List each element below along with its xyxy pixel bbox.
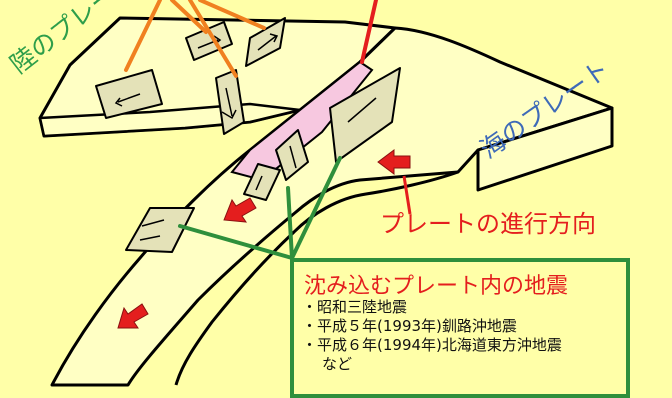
orange-leader xyxy=(188,0,238,78)
orange-leaders xyxy=(124,0,266,78)
fault-plane xyxy=(125,207,195,253)
intraplate-earthquake-box: 沈み込むプレート内の地震 ・昭和三陸地震 ・平成５年(1993年)釧路沖地震 ・… xyxy=(290,258,630,398)
slip-arrow xyxy=(114,93,141,107)
earthquake-item: ・平成６年(1994年)北海道東方沖地震 xyxy=(302,336,562,354)
slip-arrow xyxy=(255,175,263,191)
fault-plane xyxy=(329,67,401,163)
earthquake-item: ・平成５年(1993年)釧路沖地震 xyxy=(302,317,517,335)
slip-arrow xyxy=(221,87,237,120)
plate-boundary xyxy=(230,60,374,182)
fault-plane xyxy=(243,163,281,201)
slip-arrows xyxy=(114,33,377,241)
direction-arrow xyxy=(377,149,411,175)
slip-arrow xyxy=(257,33,279,51)
orange-leader xyxy=(124,0,162,72)
intraplate-earthquake-title: 沈み込むプレート内の地震 xyxy=(304,274,569,299)
direction-arrow xyxy=(223,197,257,223)
orange-leader xyxy=(170,0,208,34)
slip-arrow xyxy=(347,97,377,123)
fault-plane xyxy=(245,17,286,67)
earthquake-list: ・昭和三陸地震 ・平成５年(1993年)釧路沖地震 ・平成６年(1994年)北海… xyxy=(302,298,562,374)
subduction-diagram xyxy=(38,0,614,387)
plate-direction-label: プレートの進行方向 xyxy=(380,210,596,238)
earthquake-item: ・昭和三陸地震 xyxy=(302,298,408,316)
sea-plate-side-face xyxy=(476,106,614,192)
direction-arrows xyxy=(117,149,411,329)
direction-leader xyxy=(402,175,412,215)
fault-plane xyxy=(185,21,233,61)
fault-plane xyxy=(215,69,245,135)
orange-leader xyxy=(198,0,266,30)
slip-arrow xyxy=(289,145,297,169)
sea-plate-underside-edge xyxy=(174,170,459,386)
green-leaders xyxy=(178,156,342,260)
green-leader xyxy=(286,186,294,260)
green-leader xyxy=(178,224,294,260)
green-leader xyxy=(290,156,342,260)
earthquake-item-etc: など xyxy=(322,355,353,373)
red-leader xyxy=(360,0,378,64)
fault-planes xyxy=(95,17,401,253)
fault-plane xyxy=(95,69,163,119)
direction-arrow xyxy=(117,303,149,329)
slip-arrow xyxy=(139,219,165,241)
